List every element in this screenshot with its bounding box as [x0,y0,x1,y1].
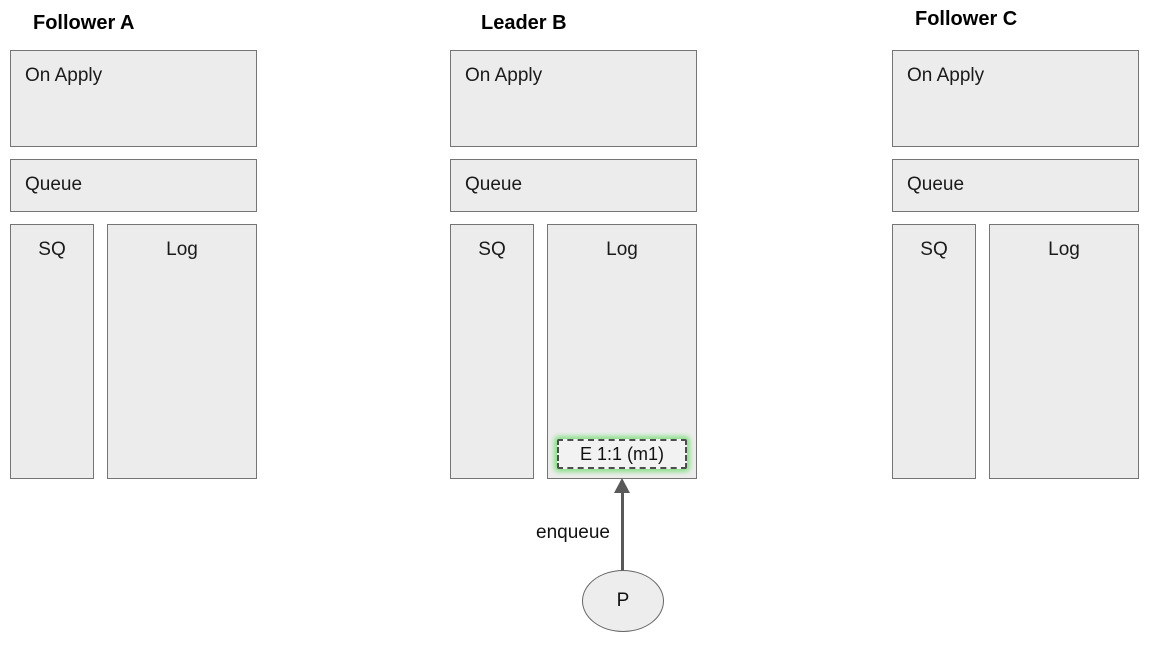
queue-box: Queue [10,159,257,212]
sq-label: SQ [920,239,948,260]
node-title-leader-b: Leader B [481,12,567,34]
on-apply-box: On Apply [10,50,257,147]
sq-box: SQ [10,224,94,479]
producer-ellipse: P [582,570,664,632]
sq-box: SQ [892,224,976,479]
enqueue-label: enqueue [536,522,610,543]
log-label: Log [166,239,198,260]
queue-box: Queue [892,159,1139,212]
log-box: Log [107,224,257,479]
log-box: Log [989,224,1139,479]
log-entry-e1-1-m1: E 1:1 (m1) [557,439,687,469]
on-apply-label: On Apply [907,65,985,86]
node-leader-b: Leader B On Apply Queue SQ Log E 1:1 (m1… [450,0,697,480]
on-apply-box: On Apply [450,50,697,147]
queue-label: Queue [25,174,83,195]
queue-label: Queue [907,174,965,195]
log-label: Log [1048,239,1080,260]
node-title-follower-a: Follower A [33,12,135,34]
node-title-follower-c: Follower C [915,8,1018,30]
on-apply-box: On Apply [892,50,1139,147]
queue-box: Queue [450,159,697,212]
node-follower-c: Follower C On Apply Queue SQ Log [892,0,1139,480]
log-box: Log E 1:1 (m1) [547,224,697,479]
sq-label: SQ [38,239,66,260]
enqueue-arrow [621,492,624,572]
log-entry-label: E 1:1 (m1) [579,443,665,464]
arrow-head-icon [614,478,630,493]
sq-box: SQ [450,224,534,479]
sq-label: SQ [478,239,506,260]
on-apply-label: On Apply [25,65,103,86]
on-apply-label: On Apply [465,65,543,86]
log-label: Log [606,239,638,260]
node-follower-a: Follower A On Apply Queue SQ Log [10,0,257,480]
queue-label: Queue [465,174,523,195]
producer-label: P [616,590,630,611]
